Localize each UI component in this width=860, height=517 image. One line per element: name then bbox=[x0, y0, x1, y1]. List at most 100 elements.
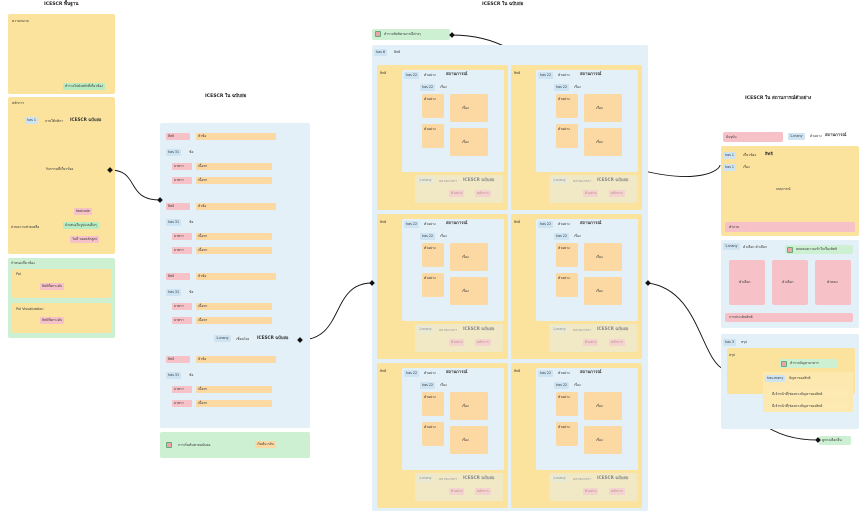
card-mt: หลายมาตรา bbox=[573, 477, 592, 481]
row-key: สิทธิ bbox=[166, 133, 190, 140]
card-box-1-text: เรื่อง bbox=[596, 255, 603, 259]
card-sub-2-text: ตัวอย่าง bbox=[424, 276, 436, 280]
question-text: คำถาม bbox=[729, 225, 740, 229]
card-mt: หลายมาตรา bbox=[439, 328, 458, 332]
card-sub-2: ตัวอย่าง bbox=[422, 422, 444, 446]
short-footer: การเริ่มต้นพาสฉบับย่อ เริ่มต้น กลับ bbox=[160, 432, 310, 458]
card-footer: 1-many หลายมาตรา ICESCR ฉบับย่อ ตัวอย่าง… bbox=[549, 175, 637, 203]
card-box-1-text: เรื่อง bbox=[596, 106, 603, 110]
right-top-label-text: ปัจจุบัน bbox=[726, 135, 737, 139]
choice-box-1[interactable]: ตัวเลือก bbox=[729, 260, 765, 305]
poi-tag[interactable]: สิทธิที่ยกระดับ bbox=[40, 283, 65, 290]
summary-has-text: สรุป bbox=[741, 340, 748, 344]
card-has: has 22 bbox=[538, 72, 554, 79]
card-t1[interactable]: ตัวอย่าง bbox=[583, 190, 599, 197]
card-t2[interactable]: หลักการ bbox=[609, 488, 625, 495]
card-sub-2: ตัวอย่าง bbox=[422, 124, 444, 148]
card-ex: ตัวอย่าง bbox=[558, 73, 570, 77]
card-mn: ICESCR ฉบับย่อ bbox=[597, 475, 629, 480]
center-card: สิทธิ has 22 ตัวอย่าง สถานการณ์ has 22 เ… bbox=[511, 363, 642, 508]
card-box-1: เรื่อง bbox=[450, 392, 488, 420]
row-text: ข้อ bbox=[189, 290, 194, 294]
scenario-has-text: เกี่ยวข้อง bbox=[743, 153, 757, 157]
connector-left-midleft bbox=[109, 169, 161, 201]
card-sub-1-text: ตัวอย่าง bbox=[424, 395, 436, 399]
right-top-label: ปัจจุบัน bbox=[723, 132, 783, 142]
card-box-2-text: เรื่อง bbox=[596, 140, 603, 144]
card-t2[interactable]: หลักการ bbox=[609, 190, 625, 197]
card-footer: 1-many หลายมาตรา ICESCR ฉบับย่อ ตัวอย่าง… bbox=[549, 473, 637, 501]
card-sit: สถานการณ์ bbox=[580, 369, 602, 374]
card-box-2-text: เรื่อง bbox=[462, 289, 469, 293]
principle-name: ICESCR ฉบับย่อ bbox=[70, 117, 102, 122]
row-sub-key: มาตรา bbox=[172, 233, 192, 240]
card-has-b: has 22 bbox=[420, 382, 436, 389]
card-has: has 22 bbox=[404, 72, 420, 79]
meaning-tag[interactable]: สำรวจไปยังหลักที่เกี่ยวข้อง bbox=[63, 83, 105, 90]
card-mt: หลายมาตรา bbox=[439, 477, 458, 481]
card-sit: สถานการณ์ bbox=[580, 71, 602, 76]
card-inner: has 22 ตัวอย่าง สถานการณ์ has 22 เรื่อง … bbox=[402, 219, 504, 321]
extra-tag-1[interactable]: นำเสนอในรูปแบบอื่นๆ bbox=[63, 222, 99, 229]
card-t2[interactable]: หลักการ bbox=[475, 339, 491, 346]
quiz-icon-tag[interactable]: ทดสอบความเข้าใจเรื่องสิทธิ bbox=[785, 245, 853, 254]
result-text: การประเมินสิทธิ bbox=[729, 315, 753, 319]
card-many: 1-many bbox=[551, 475, 568, 482]
choice-box-2[interactable]: ตัวเลือก bbox=[772, 260, 808, 305]
card-sub-1-text: ตัวอย่าง bbox=[424, 97, 436, 101]
card-inner: has 22 ตัวอย่าง สถานการณ์ has 22 เรื่อง … bbox=[402, 70, 504, 172]
quiz-icon-text: ทดสอบความเข้าใจเรื่องสิทธิ bbox=[796, 247, 838, 251]
card-footer: 1-many หลายมาตรา ICESCR ฉบับย่อ ตัวอย่าง… bbox=[415, 473, 503, 501]
card-footer: 1-many หลายมาตรา ICESCR ฉบับย่อ ตัวอย่าง… bbox=[415, 175, 503, 203]
center-has: has 6 bbox=[374, 49, 387, 56]
right-top-name: สถานการณ์ bbox=[825, 132, 847, 137]
card-mn: ICESCR ฉบับย่อ bbox=[597, 326, 629, 331]
title-basic: ICESCR พื้นฐาน bbox=[44, 2, 79, 7]
card-label: สิทธิ bbox=[514, 71, 521, 75]
center-top-tag[interactable]: สำรวจสิทธิตามกรณีต่างๆ bbox=[372, 29, 450, 40]
summary-row-1: มีเจ้าหน้าที่/ช่องทางปัญหาของสิทธิ bbox=[766, 390, 848, 398]
title-scenario: ICESCR ใน สถานการณ์ตัวอย่าง bbox=[745, 96, 812, 101]
card-mt: หลายมาตรา bbox=[573, 328, 592, 332]
card-ex: ตัวอย่าง bbox=[558, 222, 570, 226]
card-box-2: เรื่อง bbox=[584, 128, 622, 156]
card-box-2: เรื่อง bbox=[584, 277, 622, 305]
document-icon bbox=[787, 246, 793, 253]
card-ex: ตัวอย่าง bbox=[424, 73, 436, 77]
row-sub-key: มาตรา bbox=[172, 163, 192, 170]
scenario-center: เหตุการณ์ bbox=[776, 187, 791, 191]
principle-panel: หลักการ has 1 ภายใต้กติกา ICESCR ฉบับย่อ… bbox=[8, 97, 115, 254]
card-inner: has 22 ตัวอย่าง สถานการณ์ has 22 เรื่อง … bbox=[402, 368, 504, 470]
card-t1[interactable]: ตัวอย่าง bbox=[449, 488, 465, 495]
card-mn: ICESCR ฉบับย่อ bbox=[597, 177, 629, 182]
card-t2[interactable]: หลักการ bbox=[475, 190, 491, 197]
card-t2[interactable]: หลักการ bbox=[609, 339, 625, 346]
card-box-2: เรื่อง bbox=[450, 277, 488, 305]
choice-box-3[interactable]: คำตอบ bbox=[815, 260, 851, 305]
card-box-1-text: เรื่อง bbox=[596, 404, 603, 408]
alt-tag[interactable]: ดูทางเลือกอื่น bbox=[819, 436, 851, 445]
choice-text-1: ตัวเลือก bbox=[739, 280, 751, 284]
card-mn: ICESCR ฉบับย่อ bbox=[463, 177, 495, 182]
card-sub-1-text: ตัวอย่าง bbox=[558, 395, 570, 399]
card-t1[interactable]: ตัวอย่าง bbox=[583, 339, 599, 346]
card-many: 1-many bbox=[417, 475, 434, 482]
card-t1[interactable]: ตัวอย่าง bbox=[449, 339, 465, 346]
card-box-1-text: เรื่อง bbox=[462, 255, 469, 259]
poivis-tag[interactable]: สิทธิที่ยกระดับ bbox=[40, 317, 65, 324]
principle-text: ภายใต้กติกา bbox=[45, 119, 64, 123]
summary-icon-tag[interactable]: สำรวจปัญหาอาหาร bbox=[779, 359, 837, 368]
card-t2[interactable]: หลักการ bbox=[475, 488, 491, 495]
footnote-tag[interactable]: footnote bbox=[74, 208, 92, 215]
extra-tag-2[interactable]: วันที่ ของหลักสูตร bbox=[70, 236, 100, 243]
row-sub-value: เนื้อหา bbox=[196, 247, 272, 254]
card-story: เรื่อง bbox=[574, 234, 581, 238]
card-t1[interactable]: ตัวอย่าง bbox=[583, 488, 599, 495]
card-t1[interactable]: ตัวอย่าง bbox=[449, 190, 465, 197]
center-card: สิทธิ has 22 ตัวอย่าง สถานการณ์ has 22 เ… bbox=[377, 65, 508, 210]
row-has: has 31 bbox=[166, 219, 182, 226]
row-sub-value: เนื้อหา bbox=[196, 163, 272, 170]
card-box-1: เรื่อง bbox=[584, 243, 622, 271]
footer-tag[interactable]: เริ่มต้น กลับ bbox=[255, 441, 276, 448]
choice-text-3: คำตอบ bbox=[827, 280, 838, 284]
